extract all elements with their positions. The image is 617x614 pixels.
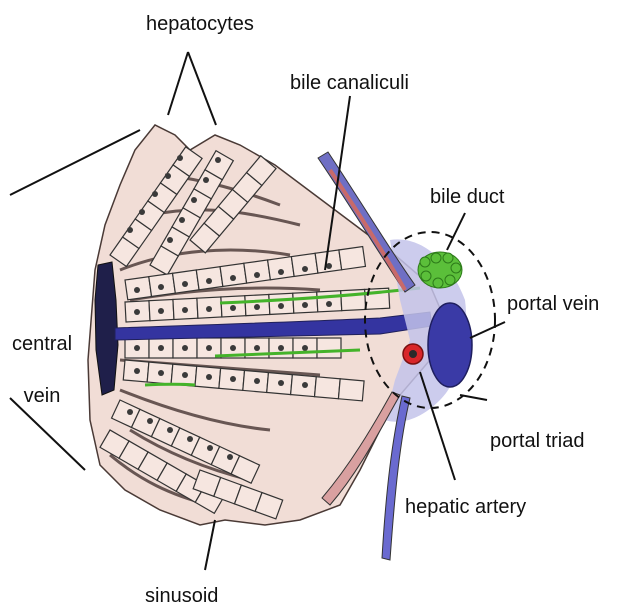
label-hepatocytes: hepatocytes	[146, 13, 254, 36]
label-sinusoid: sinusoid	[145, 585, 218, 608]
hepatic-artery-lumen	[409, 350, 417, 358]
portal-vein	[428, 303, 472, 387]
label-central-vein: central vein	[12, 305, 72, 435]
label-central-vein-line1: central	[12, 331, 72, 357]
label-central-vein-line2: vein	[12, 383, 72, 409]
label-bile-canaliculi: bile canaliculi	[290, 72, 409, 95]
bile-duct	[418, 252, 462, 288]
label-portal-vein: portal vein	[507, 293, 599, 316]
label-portal-triad: portal triad	[490, 430, 585, 453]
label-bile-duct: bile duct	[430, 186, 505, 209]
label-hepatic-artery: hepatic artery	[405, 496, 526, 519]
